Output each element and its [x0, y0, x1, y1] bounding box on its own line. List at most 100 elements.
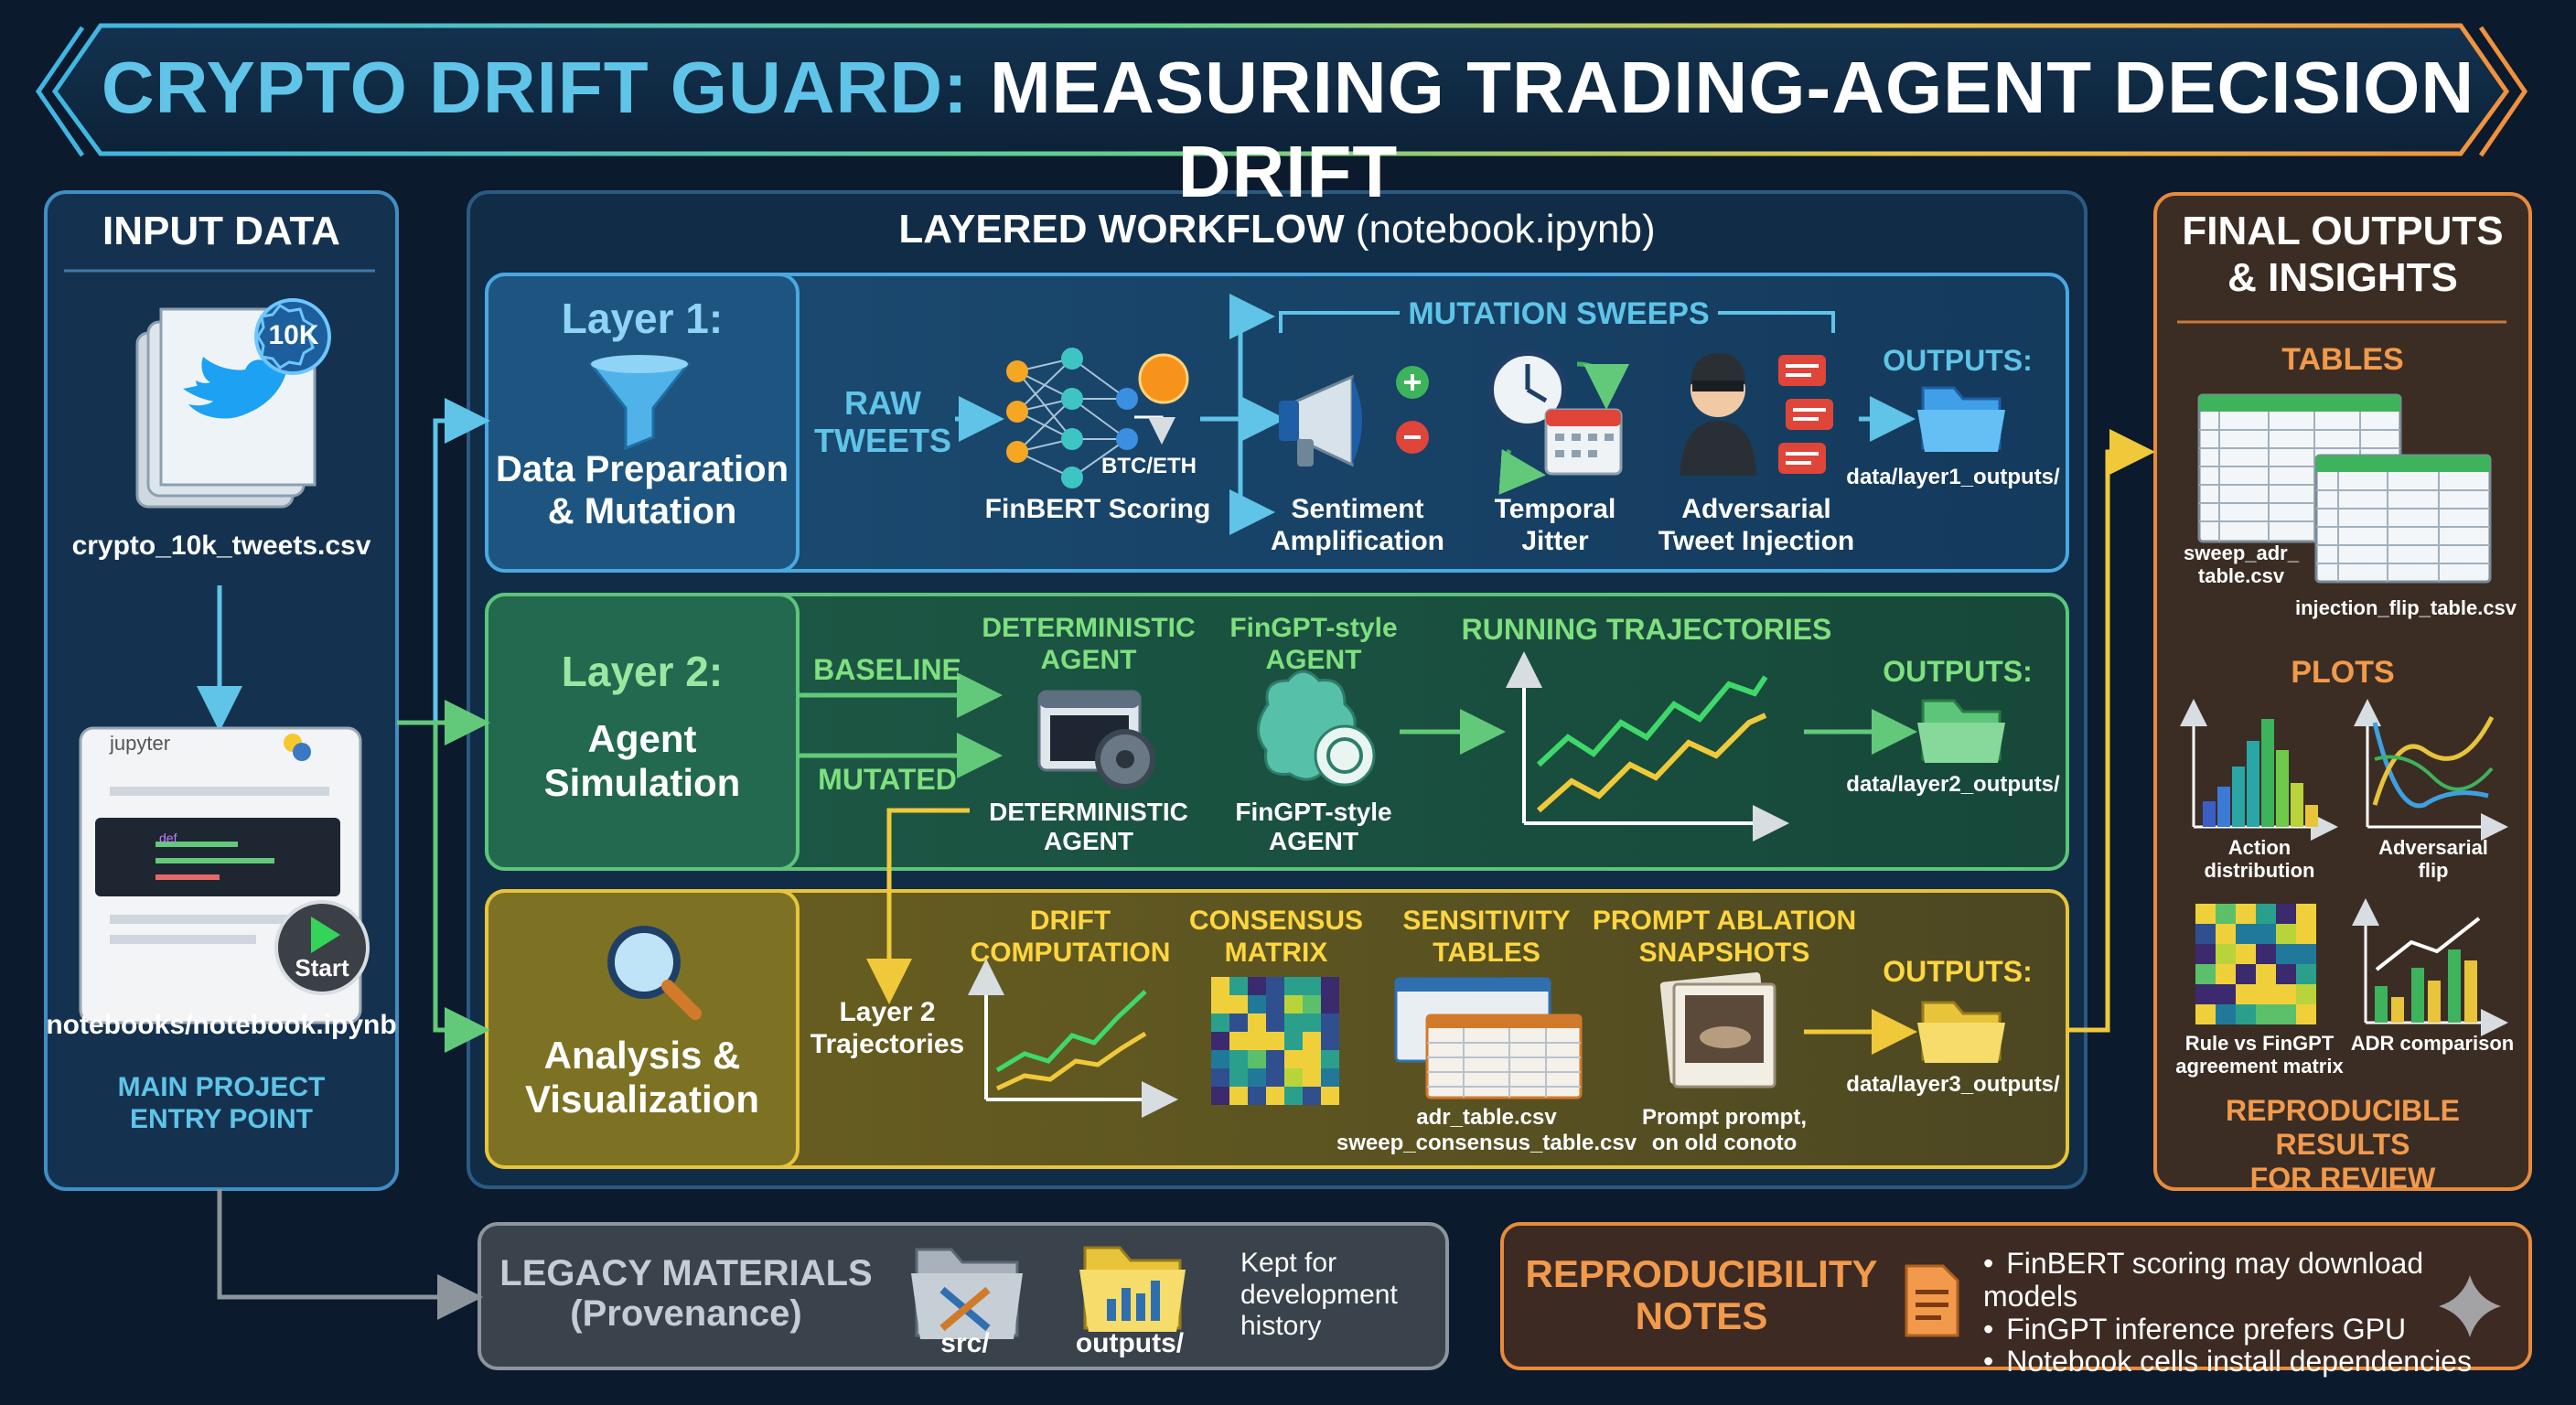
matrix-cell	[1248, 1050, 1266, 1068]
layer3-outputs-path: data/layer3_outputs/	[1846, 1072, 2060, 1097]
matrix-cell	[1248, 977, 1266, 995]
repro-notes-list: FinBERT scoring may download models FinG…	[1983, 1247, 2514, 1378]
tables-heading: TABLES	[2281, 342, 2404, 377]
matrix-cell	[2276, 964, 2296, 984]
agreement-matrix-icon	[2195, 904, 2316, 1024]
matrix-cell	[2236, 904, 2256, 924]
clock-calendar-icon	[1488, 350, 1629, 495]
chart-folder-icon	[1079, 1246, 1186, 1332]
matrix-cell	[1229, 1068, 1248, 1087]
matrix-cell	[1321, 1087, 1339, 1105]
matrix-cell	[1248, 1068, 1266, 1087]
matrix-cell	[2195, 924, 2216, 944]
matrix-cell	[1266, 977, 1284, 995]
fingpt-agent-top: FinGPT-style AGENT	[1229, 613, 1398, 675]
title-banner	[51, 23, 2510, 156]
matrix-cell	[2256, 944, 2276, 964]
matrix-cell	[2256, 904, 2276, 924]
matrix-cell	[2236, 1004, 2256, 1024]
repro-note: Notebook cells install dependencies	[1983, 1346, 2514, 1378]
matrix-cell	[2216, 1004, 2236, 1024]
reproducible-results-caption: REPRODUCIBLE RESULTS FOR REVIEW	[2225, 1094, 2460, 1195]
matrix-cell	[1284, 1014, 1303, 1032]
matrix-cell	[1321, 977, 1339, 995]
notebook-filename: notebooks/notebook.ipynb	[46, 1010, 397, 1040]
layer1-outputs-path: data/layer1_outputs/	[1846, 465, 2060, 489]
jupyter-brand: jupyter	[110, 732, 171, 755]
matrix-cell	[2216, 944, 2236, 964]
matrix-cell	[2296, 924, 2316, 944]
layer3-name: Analysis & Visualization	[525, 1034, 759, 1121]
matrix-cell	[1303, 1068, 1321, 1087]
matrix-cell	[1321, 1014, 1339, 1032]
matrix-cell	[1303, 1014, 1321, 1032]
matrix-cell	[1248, 1032, 1266, 1050]
matrix-cell	[2296, 944, 2316, 964]
adversarial-label: Adversarial Tweet Injection	[1658, 494, 1855, 556]
deterministic-agent-top: DETERMINISTIC AGENT	[982, 613, 1196, 675]
matrix-cell	[2216, 984, 2236, 1004]
matrix-cell	[1266, 1014, 1284, 1032]
sentiment-label: Sentiment Amplification	[1270, 494, 1444, 556]
matrix-cell	[2236, 924, 2256, 944]
sensitivity-tables-heading: SENSITIVITY TABLES	[1402, 906, 1571, 968]
tools-folder-icon	[911, 1248, 1023, 1339]
mutated-label: MUTATED	[818, 763, 957, 796]
matrix-cell	[1211, 1014, 1229, 1032]
action-distribution-plot-icon	[2180, 699, 2338, 841]
drift-computation-heading: DRIFT COMPUTATION	[970, 906, 1171, 968]
layer1-outputs-heading: OUTPUTS:	[1883, 344, 2033, 377]
temporal-label: Temporal Jitter	[1494, 494, 1616, 556]
src-folder-label[interactable]: src/	[940, 1328, 990, 1358]
matrix-cell	[2236, 984, 2256, 1004]
matrix-cell	[1284, 995, 1303, 1014]
matrix-cell	[2216, 924, 2236, 944]
dataset-filename: crypto_10k_tweets.csv	[71, 531, 371, 561]
matrix-cell	[1211, 1068, 1229, 1087]
matrix-cell	[2276, 944, 2296, 964]
deterministic-agent-icon	[1037, 690, 1155, 789]
title-part2: MEASURING TRADING-AGENT DECISION DRIFT	[989, 47, 2475, 212]
matrix-cell	[1284, 977, 1303, 995]
matrix-cell	[1266, 1032, 1284, 1050]
photo-snapshot-icon	[1659, 971, 1776, 1089]
repro-note: FinGPT inference prefers GPU	[1983, 1313, 2514, 1346]
sweep-adr-table-label: sweep_adr_ table.csv	[2184, 542, 2299, 588]
matrix-cell	[1266, 1068, 1284, 1087]
matrix-cell	[2276, 924, 2296, 944]
notebook-icon	[79, 726, 370, 1024]
repro-title: REPRODUCIBILITY NOTES	[1525, 1252, 1878, 1338]
outputs-folder-label[interactable]: outputs/	[1075, 1328, 1185, 1358]
repro-note: FinBERT scoring may download models	[1983, 1247, 2514, 1314]
matrix-cell	[1248, 1014, 1266, 1032]
consensus-matrix-icon	[1211, 977, 1339, 1105]
title-part1: CRYPTO DRIFT GUARD:	[101, 47, 969, 128]
start-button[interactable]: Start	[295, 954, 349, 981]
matrix-cell	[2256, 984, 2276, 1004]
plots-heading: PLOTS	[2291, 655, 2395, 690]
matrix-cell	[2256, 964, 2276, 984]
dataset-icon	[135, 298, 331, 509]
workflow-heading-bold: LAYERED WORKFLOW	[898, 207, 1345, 252]
matrix-cell	[2236, 944, 2256, 964]
matrix-cell	[1211, 1050, 1229, 1068]
hacker-icon	[1680, 353, 1833, 476]
workflow-heading-rest: (notebook.ipynb)	[1355, 207, 1656, 252]
entry-point-caption: MAIN PROJECT ENTRY POINT	[117, 1072, 326, 1134]
matrix-cell	[1229, 977, 1248, 995]
matrix-cell	[2276, 1004, 2296, 1024]
matrix-cell	[1266, 995, 1284, 1014]
folder-icon-layer1	[1917, 386, 2005, 452]
matrix-cell	[2195, 964, 2216, 984]
page-title: CRYPTO DRIFT GUARD: MEASURING TRADING-AG…	[0, 46, 2576, 214]
action-distribution-label: Action distribution	[2204, 836, 2315, 883]
trajectory-chart-icon	[1506, 651, 1789, 842]
matrix-cell	[1284, 1068, 1303, 1087]
matrix-cell	[1229, 1087, 1248, 1105]
coin-label: BTC/ETH	[1101, 454, 1197, 478]
drift-chart-icon	[968, 959, 1178, 1118]
matrix-cell	[1248, 1087, 1266, 1105]
matrix-cell	[1266, 1050, 1284, 1068]
input-heading: INPUT DATA	[102, 209, 340, 253]
matrix-cell	[1303, 1032, 1321, 1050]
